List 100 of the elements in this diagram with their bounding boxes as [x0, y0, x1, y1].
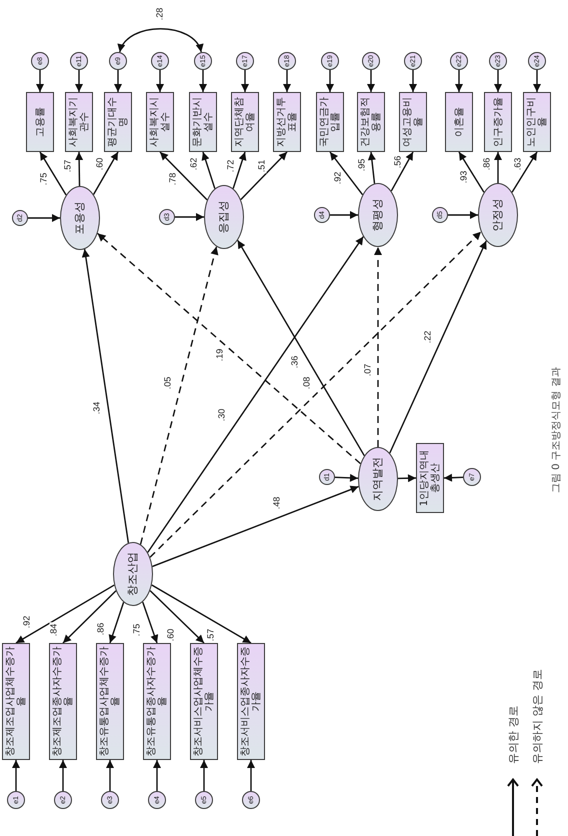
- arrow: [455, 70, 463, 92]
- path-coefficient: .36: [290, 354, 300, 370]
- arrow: [241, 70, 249, 92]
- indicator-box: 문화기반시설수: [189, 92, 217, 152]
- indicator-box: 노인인구비율: [523, 92, 551, 152]
- indicator-box: 평균기대수명: [104, 92, 132, 152]
- arrow: [150, 590, 204, 644]
- indicator-box: 지역단체참여율: [231, 92, 259, 152]
- indicator-box: 창조서비스업사업체수증가율: [190, 643, 218, 760]
- path-coefficient: .30: [218, 408, 226, 422]
- arrow: [142, 602, 158, 644]
- path-coefficient: .56: [394, 154, 402, 170]
- indicator-box: 사회복지기관수: [65, 92, 93, 152]
- dashed-arrow: [140, 246, 218, 545]
- arrow: [36, 70, 44, 92]
- arrow: [12, 760, 20, 791]
- figure-caption: 그림 0 구조방정식모형 결과: [551, 367, 563, 493]
- arrow: [389, 240, 487, 454]
- arrow: [398, 474, 416, 482]
- path-coefficient: .75: [132, 622, 142, 638]
- indicator-box: 창조제조업사업체수증가율: [2, 643, 30, 760]
- arrow: [511, 152, 538, 193]
- arrow: [494, 70, 502, 92]
- arrow: [448, 211, 478, 219]
- path-coefficient: .78: [168, 172, 178, 186]
- arrow: [458, 152, 485, 193]
- path-coefficient: .62: [190, 156, 198, 172]
- path-coefficient: .48: [272, 496, 282, 510]
- arrow: [367, 70, 375, 92]
- arrow: [240, 152, 288, 200]
- arrow: [75, 70, 83, 92]
- arrow: [151, 584, 252, 644]
- arrow: [108, 602, 124, 644]
- path-coefficient: .34: [92, 400, 102, 416]
- path-coefficient: .93: [460, 170, 468, 184]
- arrow: [368, 152, 376, 184]
- arrow: [326, 70, 334, 92]
- arrow: [247, 760, 255, 791]
- latent-variable-ellipse: 안정성: [478, 183, 518, 247]
- indicator-box: 국민연금가입률: [316, 92, 344, 152]
- arrow: [59, 760, 67, 791]
- legend-label: 유의한 경로: [508, 706, 518, 764]
- arrow: [334, 474, 358, 482]
- arrow: [82, 249, 130, 543]
- double-headed-arrow: [118, 28, 202, 52]
- dashed-arrow: [97, 232, 361, 464]
- arrow: [330, 211, 358, 219]
- arrow: [62, 590, 116, 644]
- path-coefficient: .63: [514, 156, 522, 172]
- path-coefficient: .22: [424, 330, 432, 344]
- arrow: [16, 584, 115, 644]
- arrow: [232, 152, 246, 189]
- indicator-box: 여성고용비율: [399, 92, 427, 152]
- latent-variable-ellipse: 지역발전: [358, 447, 398, 511]
- path-coefficient: .92: [22, 614, 32, 630]
- indicator-box: 1인당지역내총생산: [416, 443, 444, 513]
- path-coefficient: .57: [64, 158, 72, 174]
- indicator-box: 사회복지시설수: [146, 92, 174, 152]
- path-coefficient: .57: [206, 628, 216, 642]
- path-coefficient: .60: [166, 628, 176, 642]
- indicator-box: 고용률: [26, 92, 54, 152]
- arrow: [199, 70, 207, 92]
- arrow: [160, 152, 208, 200]
- dashed-arrow: [150, 231, 482, 558]
- arrow: [202, 152, 216, 189]
- indicator-box: 창조유통업사업체수증가율: [96, 643, 124, 760]
- arrow: [283, 70, 291, 92]
- path-coefficient: .51: [258, 158, 266, 174]
- arrow: [156, 70, 164, 92]
- dashed-arrow: [374, 247, 382, 447]
- path-coefficient: .60: [96, 156, 104, 172]
- arrow: [28, 214, 60, 222]
- arrow: [444, 474, 464, 482]
- indicator-box: 창조제조업종사자수증가율: [49, 643, 77, 760]
- arrow: [237, 240, 365, 456]
- path-coefficient: .07: [364, 362, 372, 378]
- arrow: [39, 152, 67, 196]
- arrow: [106, 760, 114, 791]
- arrow: [200, 760, 208, 791]
- arrow: [329, 152, 364, 196]
- indicator-box: 창조서비스업종사자수증가율: [237, 643, 265, 760]
- arrow: [152, 486, 359, 568]
- arrow: [92, 152, 119, 195]
- path-coefficient: .08: [302, 376, 312, 390]
- path-coefficient: .28: [156, 6, 164, 22]
- latent-variable-ellipse: 응집성: [204, 185, 244, 249]
- path-coefficient: .84: [50, 622, 58, 638]
- path-coefficient: .86: [482, 156, 492, 172]
- arrow: [494, 152, 502, 183]
- indicator-box: 인구증가율: [484, 92, 512, 152]
- indicator-box: 건강보험적용률: [357, 92, 385, 152]
- indicator-box: 지방선거투표율: [273, 92, 301, 152]
- arrow: [153, 760, 161, 791]
- arrow: [533, 70, 541, 92]
- arrow: [175, 213, 204, 221]
- arrow: [409, 70, 417, 92]
- path-coefficient: .75: [40, 172, 48, 186]
- latent-variable-ellipse: 포용성: [60, 186, 100, 250]
- path-coefficient: .72: [226, 158, 236, 174]
- path-coefficient: .86: [96, 622, 106, 636]
